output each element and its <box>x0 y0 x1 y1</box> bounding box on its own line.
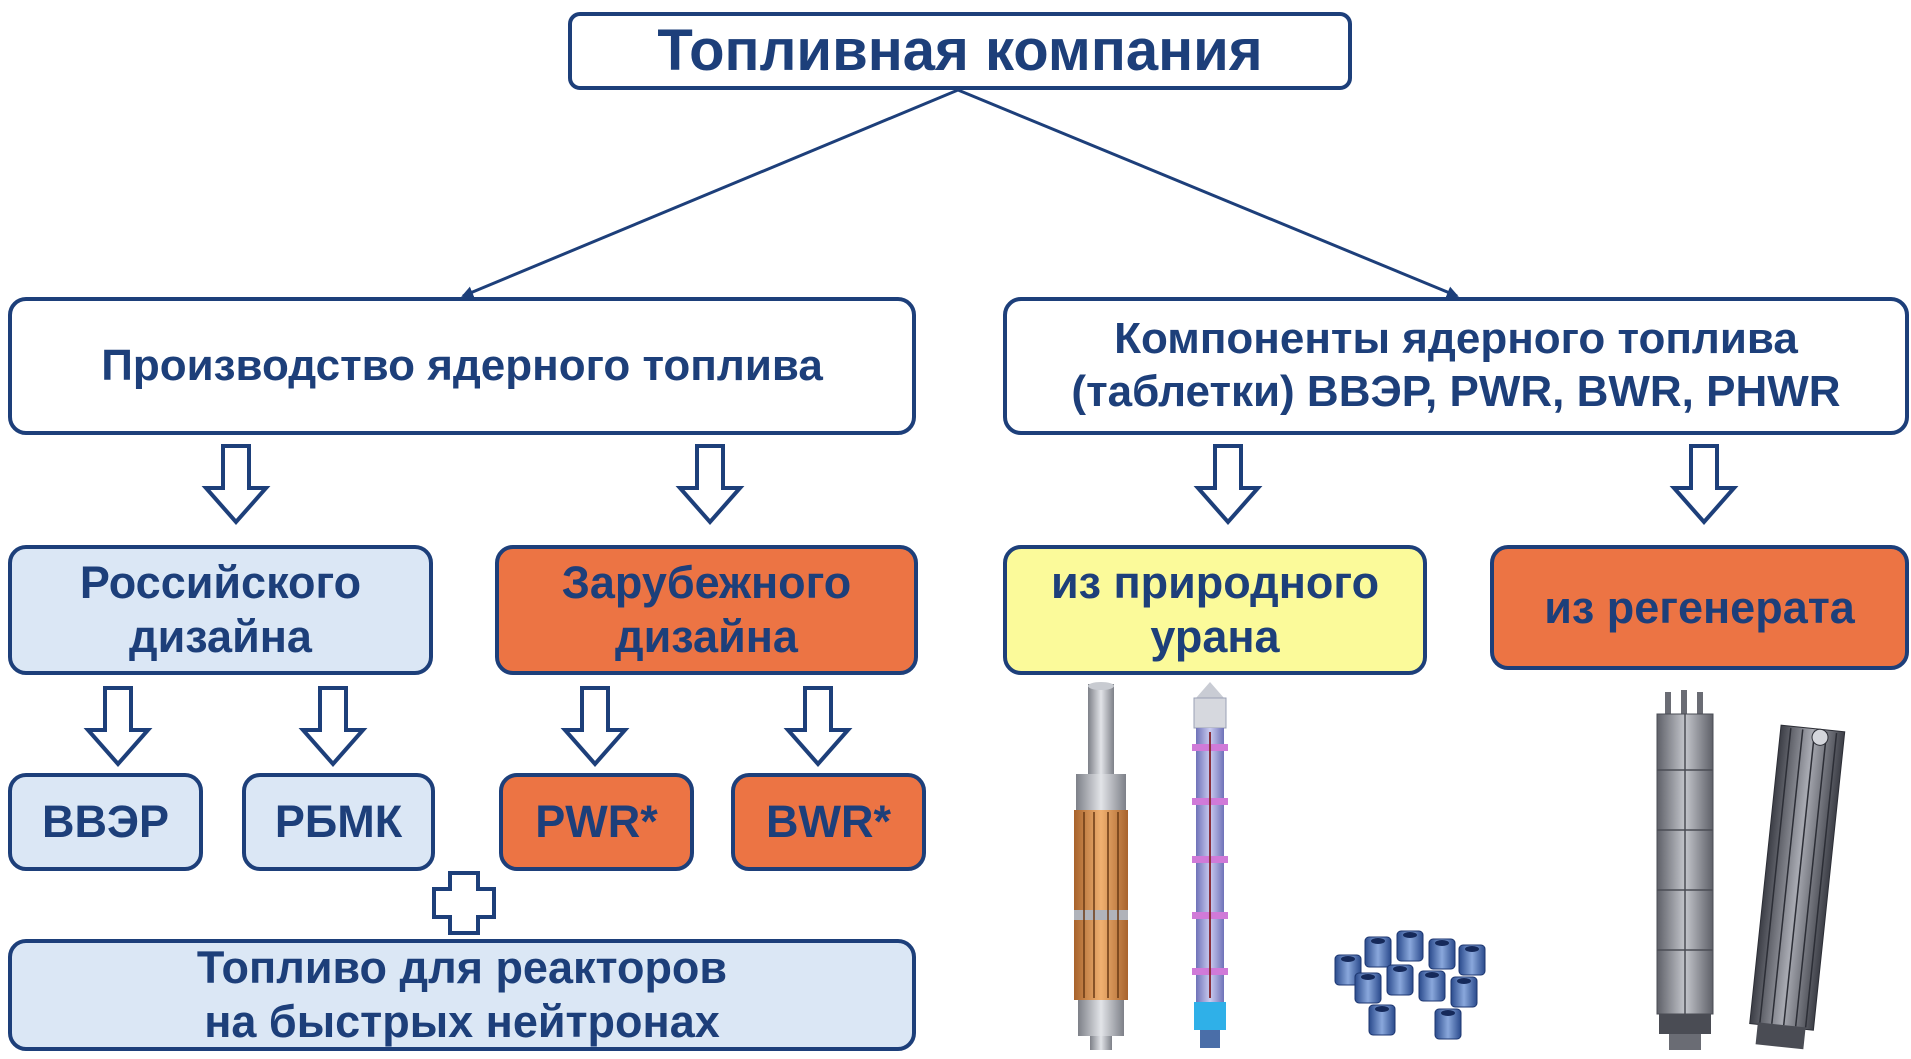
regenerate-label: из регенерата <box>1544 581 1855 633</box>
branch-lines <box>461 88 1459 298</box>
reactor-bwr-label: BWR* <box>766 796 891 847</box>
natural-uranium-box: из природного урана <box>1003 545 1427 675</box>
fuel-assembly-image <box>1074 682 1128 1050</box>
production-box: Производство ядерного топлива <box>8 297 916 435</box>
hollow-plus-icon <box>432 871 496 935</box>
foreign-design-box: Зарубежного дизайна <box>495 545 918 675</box>
reactor-rbmk-label: РБМК <box>274 796 403 847</box>
reactor-vver-box: ВВЭР <box>8 773 203 871</box>
hollow-down-arrow-icon <box>786 686 850 766</box>
fuel-assembly-image <box>1749 724 1846 1050</box>
foreign-design-line2: дизайна <box>615 611 798 662</box>
hollow-down-arrow-icon <box>86 686 150 766</box>
reactor-rbmk-box: РБМК <box>242 773 435 871</box>
reactor-vver-label: ВВЭР <box>41 796 170 847</box>
components-box: Компоненты ядерного топлива (таблетки) В… <box>1003 297 1909 435</box>
fast-reactor-fuel-box: Топливо для реакторов на быстрых нейтрон… <box>8 939 916 1051</box>
hollow-down-arrow-icon <box>1196 444 1260 524</box>
foreign-design-line1: Зарубежного <box>561 557 852 608</box>
fast-fuel-line2: на быстрых нейтронах <box>204 996 720 1047</box>
fast-fuel-line1: Топливо для реакторов <box>196 942 728 993</box>
russian-design-box: Российского дизайна <box>8 545 433 675</box>
fuel-assembly-image <box>1192 682 1228 1048</box>
reactor-bwr-box: BWR* <box>731 773 926 871</box>
components-label-line2: (таблетки) ВВЭР, PWR, BWR, PHWR <box>1071 367 1841 416</box>
natural-uranium-line2: урана <box>1150 611 1280 662</box>
production-label: Производство ядерного топлива <box>101 340 823 390</box>
hollow-down-arrow-icon <box>301 686 365 766</box>
fuel-pellets-image <box>1334 930 1486 1040</box>
regenerate-box: из регенерата <box>1490 545 1909 670</box>
hollow-down-arrow-icon <box>563 686 627 766</box>
hollow-down-arrow-icon <box>204 444 268 524</box>
russian-design-line1: Российского <box>79 557 362 608</box>
reactor-pwr-box: PWR* <box>499 773 694 871</box>
components-label-line1: Компоненты ядерного топлива <box>1114 314 1798 364</box>
page-title: Топливная компания <box>657 18 1263 84</box>
title-box: Топливная компания <box>568 12 1352 90</box>
russian-design-line2: дизайна <box>129 611 312 662</box>
reactor-pwr-label: PWR* <box>535 796 658 847</box>
natural-uranium-line1: из природного <box>1050 557 1380 608</box>
hollow-down-arrow-icon <box>678 444 742 524</box>
fuel-assembly-image <box>1656 690 1714 1050</box>
hollow-down-arrow-icon <box>1672 444 1736 524</box>
